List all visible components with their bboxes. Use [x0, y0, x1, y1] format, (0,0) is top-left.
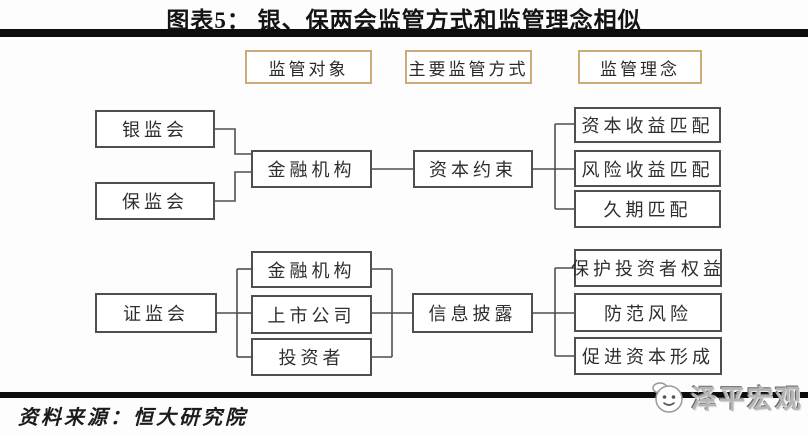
bottom-divider-bar — [0, 392, 808, 398]
node-cbrc: 银监会 — [95, 110, 215, 148]
node-protect-investor-rights: 保护投资者权益 — [571, 249, 722, 287]
node-csrc: 证监会 — [95, 293, 217, 333]
watermark-text: 泽平宏观 — [691, 385, 804, 414]
header-main-regulatory-method: 主要监管方式 — [405, 50, 532, 84]
node-promote-capital-formation: 促进资本形成 — [574, 337, 722, 375]
node-circ: 保监会 — [95, 182, 215, 220]
top-divider-bar — [0, 29, 808, 37]
node-duration-matching: 久期匹配 — [574, 190, 721, 228]
source-note: 资料来源：恒大研究院 — [18, 407, 248, 429]
node-risk-return-matching: 风险收益匹配 — [574, 150, 721, 187]
node-listed-companies: 上市公司 — [251, 295, 372, 334]
node-capital-return-matching: 资本收益匹配 — [574, 107, 721, 143]
node-financial-institutions-bottom: 金融机构 — [251, 251, 372, 288]
node-financial-institutions-top: 金融机构 — [251, 150, 372, 188]
node-prevent-risk: 防范风险 — [574, 293, 722, 332]
watermark: 泽平宏观 — [650, 379, 803, 416]
figure-title: 图表5： 银、保两会监管方式和监管理念相似 — [166, 8, 642, 33]
mascot-face-icon — [652, 381, 683, 413]
node-capital-constraint: 资本约束 — [413, 150, 533, 188]
node-information-disclosure: 信息披露 — [412, 293, 533, 333]
header-regulatory-target: 监管对象 — [245, 50, 372, 84]
header-regulatory-principle: 监管理念 — [578, 50, 702, 84]
node-investors: 投资者 — [251, 338, 372, 376]
